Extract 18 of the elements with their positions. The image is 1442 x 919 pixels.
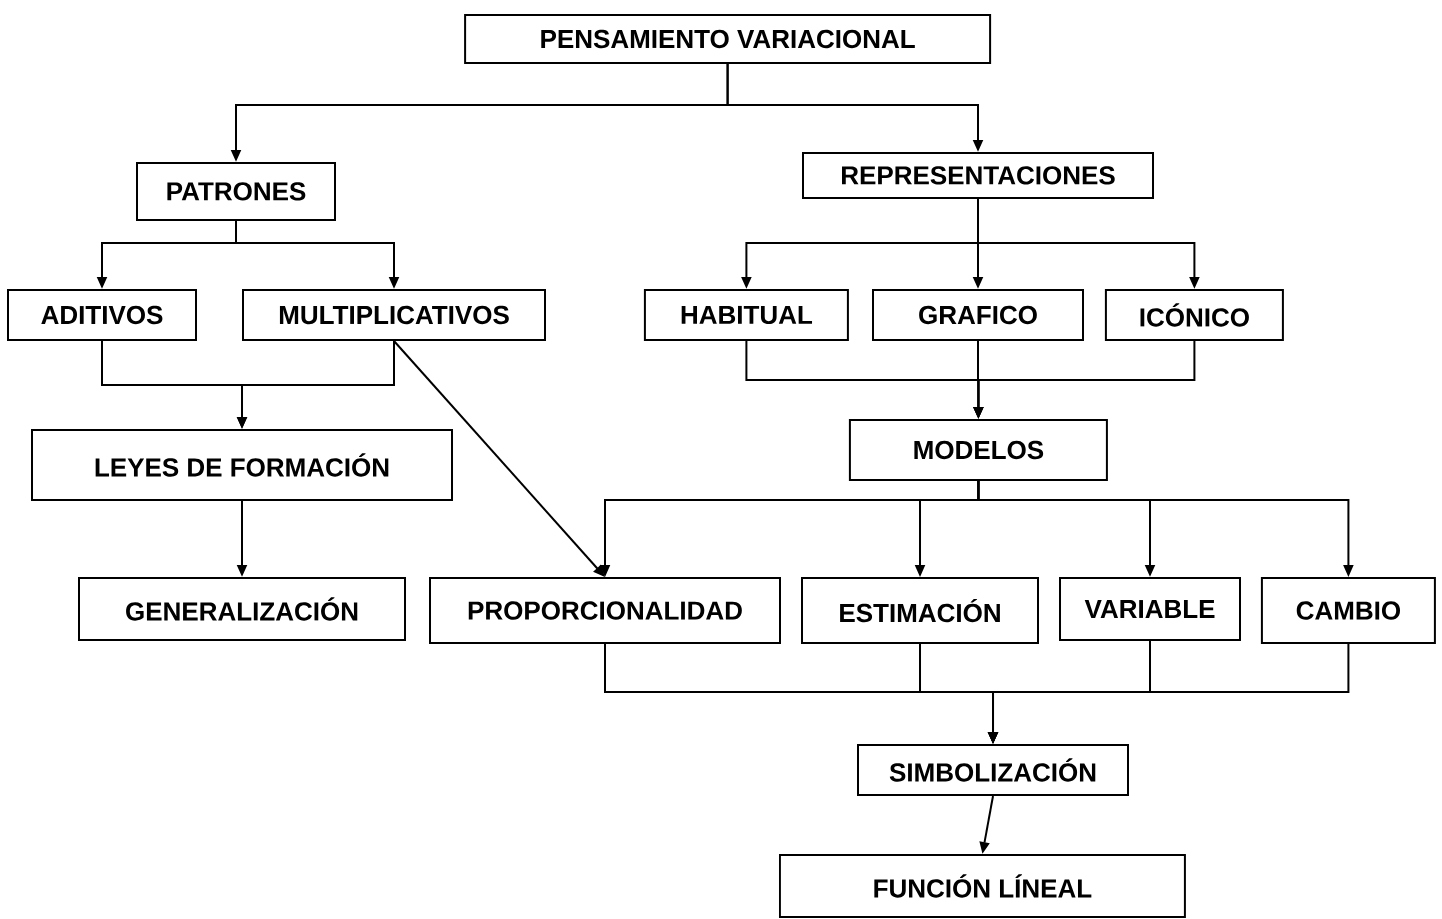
concept-box: PENSAMIENTO VARIACIONAL: [464, 14, 992, 64]
concept-box: ESTIMACIÓN: [801, 577, 1039, 645]
concept-box: LEYES DE FORMACIÓN: [31, 429, 453, 501]
concept-box: SIMBOLIZACIÓN: [857, 744, 1129, 796]
arrow: [393, 340, 605, 577]
concept-box: MODELOS: [848, 419, 1108, 481]
concept-box: CAMBIO: [1260, 577, 1436, 645]
concept-box: ICÓNICO: [1104, 289, 1284, 341]
concept-box: PATRONES: [136, 161, 336, 221]
concept-box: ADITIVOS: [7, 289, 197, 341]
concept-box: GENERALIZACIÓN: [78, 577, 406, 641]
concept-box: MULTIPLICATIVOS: [242, 289, 546, 341]
concept-box: PROPORCIONALIDAD: [429, 577, 781, 645]
concept-box: FUNCIÓN LÍNEAL: [778, 854, 1186, 918]
concept-box: REPRESENTACIONES: [802, 151, 1154, 199]
concept-box: HABITUAL: [643, 289, 849, 341]
concept-box: GRAFICO: [872, 289, 1084, 341]
concept-box: VARIABLE: [1059, 577, 1241, 641]
